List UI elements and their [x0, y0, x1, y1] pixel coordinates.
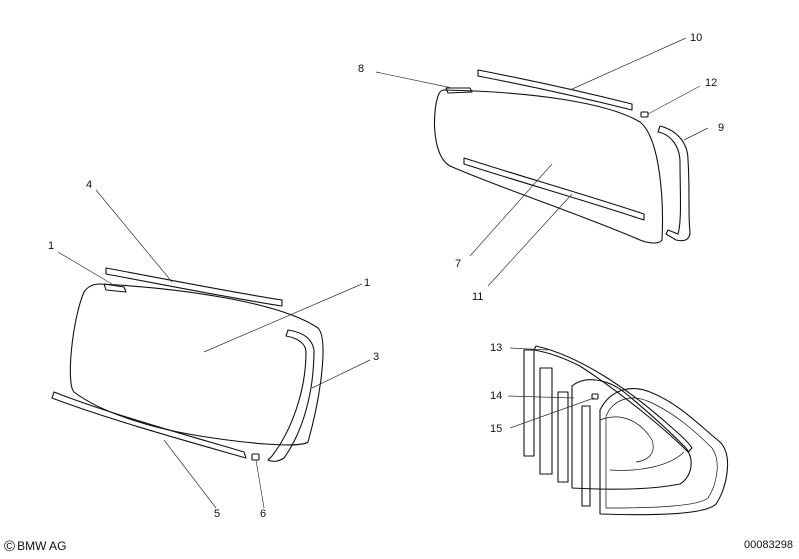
callout-8[interactable]: 8 [358, 63, 364, 75]
window-channel-front[interactable] [523, 349, 535, 457]
leader-3 [311, 359, 371, 389]
leader-11 [487, 193, 573, 287]
leader-5 [163, 439, 217, 509]
callout-13[interactable]: 13 [490, 342, 502, 354]
side-window-frame[interactable] [599, 388, 728, 516]
callout-12[interactable]: 12 [705, 77, 717, 89]
rear-mirror-pad[interactable] [445, 87, 473, 94]
side-window-group [507, 345, 728, 516]
leader-7 [469, 163, 553, 257]
rear-clip[interactable] [640, 111, 649, 118]
callout-6[interactable]: 6 [260, 508, 266, 520]
callout-1b[interactable]: 1 [364, 277, 370, 289]
upper-window-seal[interactable] [533, 345, 693, 453]
leader-1b [203, 283, 363, 353]
clip[interactable] [251, 453, 260, 461]
copyright-notice: ©BMW AG [4, 538, 66, 555]
glass-trim-strip[interactable] [463, 157, 645, 221]
callout-14[interactable]: 14 [490, 390, 502, 402]
callout-15[interactable]: 15 [490, 423, 502, 435]
quarter-inner-contour [599, 416, 654, 463]
callout-3[interactable]: 3 [373, 351, 379, 363]
rear-side-moulding[interactable] [657, 125, 691, 242]
leader-14 [507, 395, 575, 399]
callout-labels: 1 4 1 3 5 6 8 10 12 9 7 11 13 14 15 [48, 32, 724, 520]
upper-moulding[interactable] [105, 267, 283, 307]
mirror-base-pad[interactable] [103, 283, 127, 293]
leader-4 [95, 189, 173, 283]
drawing-number: 00083298 [744, 539, 793, 551]
side-window-frame-inner [605, 397, 718, 509]
leader-12 [647, 85, 701, 115]
side-moulding[interactable] [267, 329, 315, 462]
copyright-symbol: © [4, 538, 16, 555]
leader-15 [509, 397, 595, 429]
quarter-inner-contour-2 [609, 451, 685, 471]
windshield-glass[interactable] [69, 283, 324, 446]
leader-13 [509, 347, 549, 351]
callout-5[interactable]: 5 [214, 508, 220, 520]
window-channel-inner[interactable] [581, 405, 591, 507]
leader-10 [569, 37, 687, 91]
front-windshield-group [51, 189, 371, 509]
rear-upper-moulding[interactable] [477, 69, 633, 111]
copyright-text: BMW AG [17, 539, 67, 553]
window-channel-middle[interactable] [539, 367, 553, 475]
window-clip[interactable] [591, 393, 599, 400]
rear-window-glass[interactable] [433, 89, 664, 244]
callout-10[interactable]: 10 [690, 32, 702, 44]
quarter-glass[interactable] [571, 379, 692, 490]
lower-moulding[interactable] [51, 391, 247, 459]
callout-4[interactable]: 4 [86, 179, 92, 191]
rear-window-group [375, 37, 709, 287]
leader-6 [255, 459, 265, 509]
callout-1a[interactable]: 1 [48, 240, 54, 252]
leader-1a [57, 251, 113, 285]
callout-9[interactable]: 9 [718, 122, 724, 134]
leader-9 [683, 127, 709, 141]
callout-7[interactable]: 7 [455, 258, 461, 270]
callout-11[interactable]: 11 [472, 291, 483, 303]
window-channel-rear[interactable] [557, 391, 569, 483]
leader-8 [375, 71, 453, 89]
